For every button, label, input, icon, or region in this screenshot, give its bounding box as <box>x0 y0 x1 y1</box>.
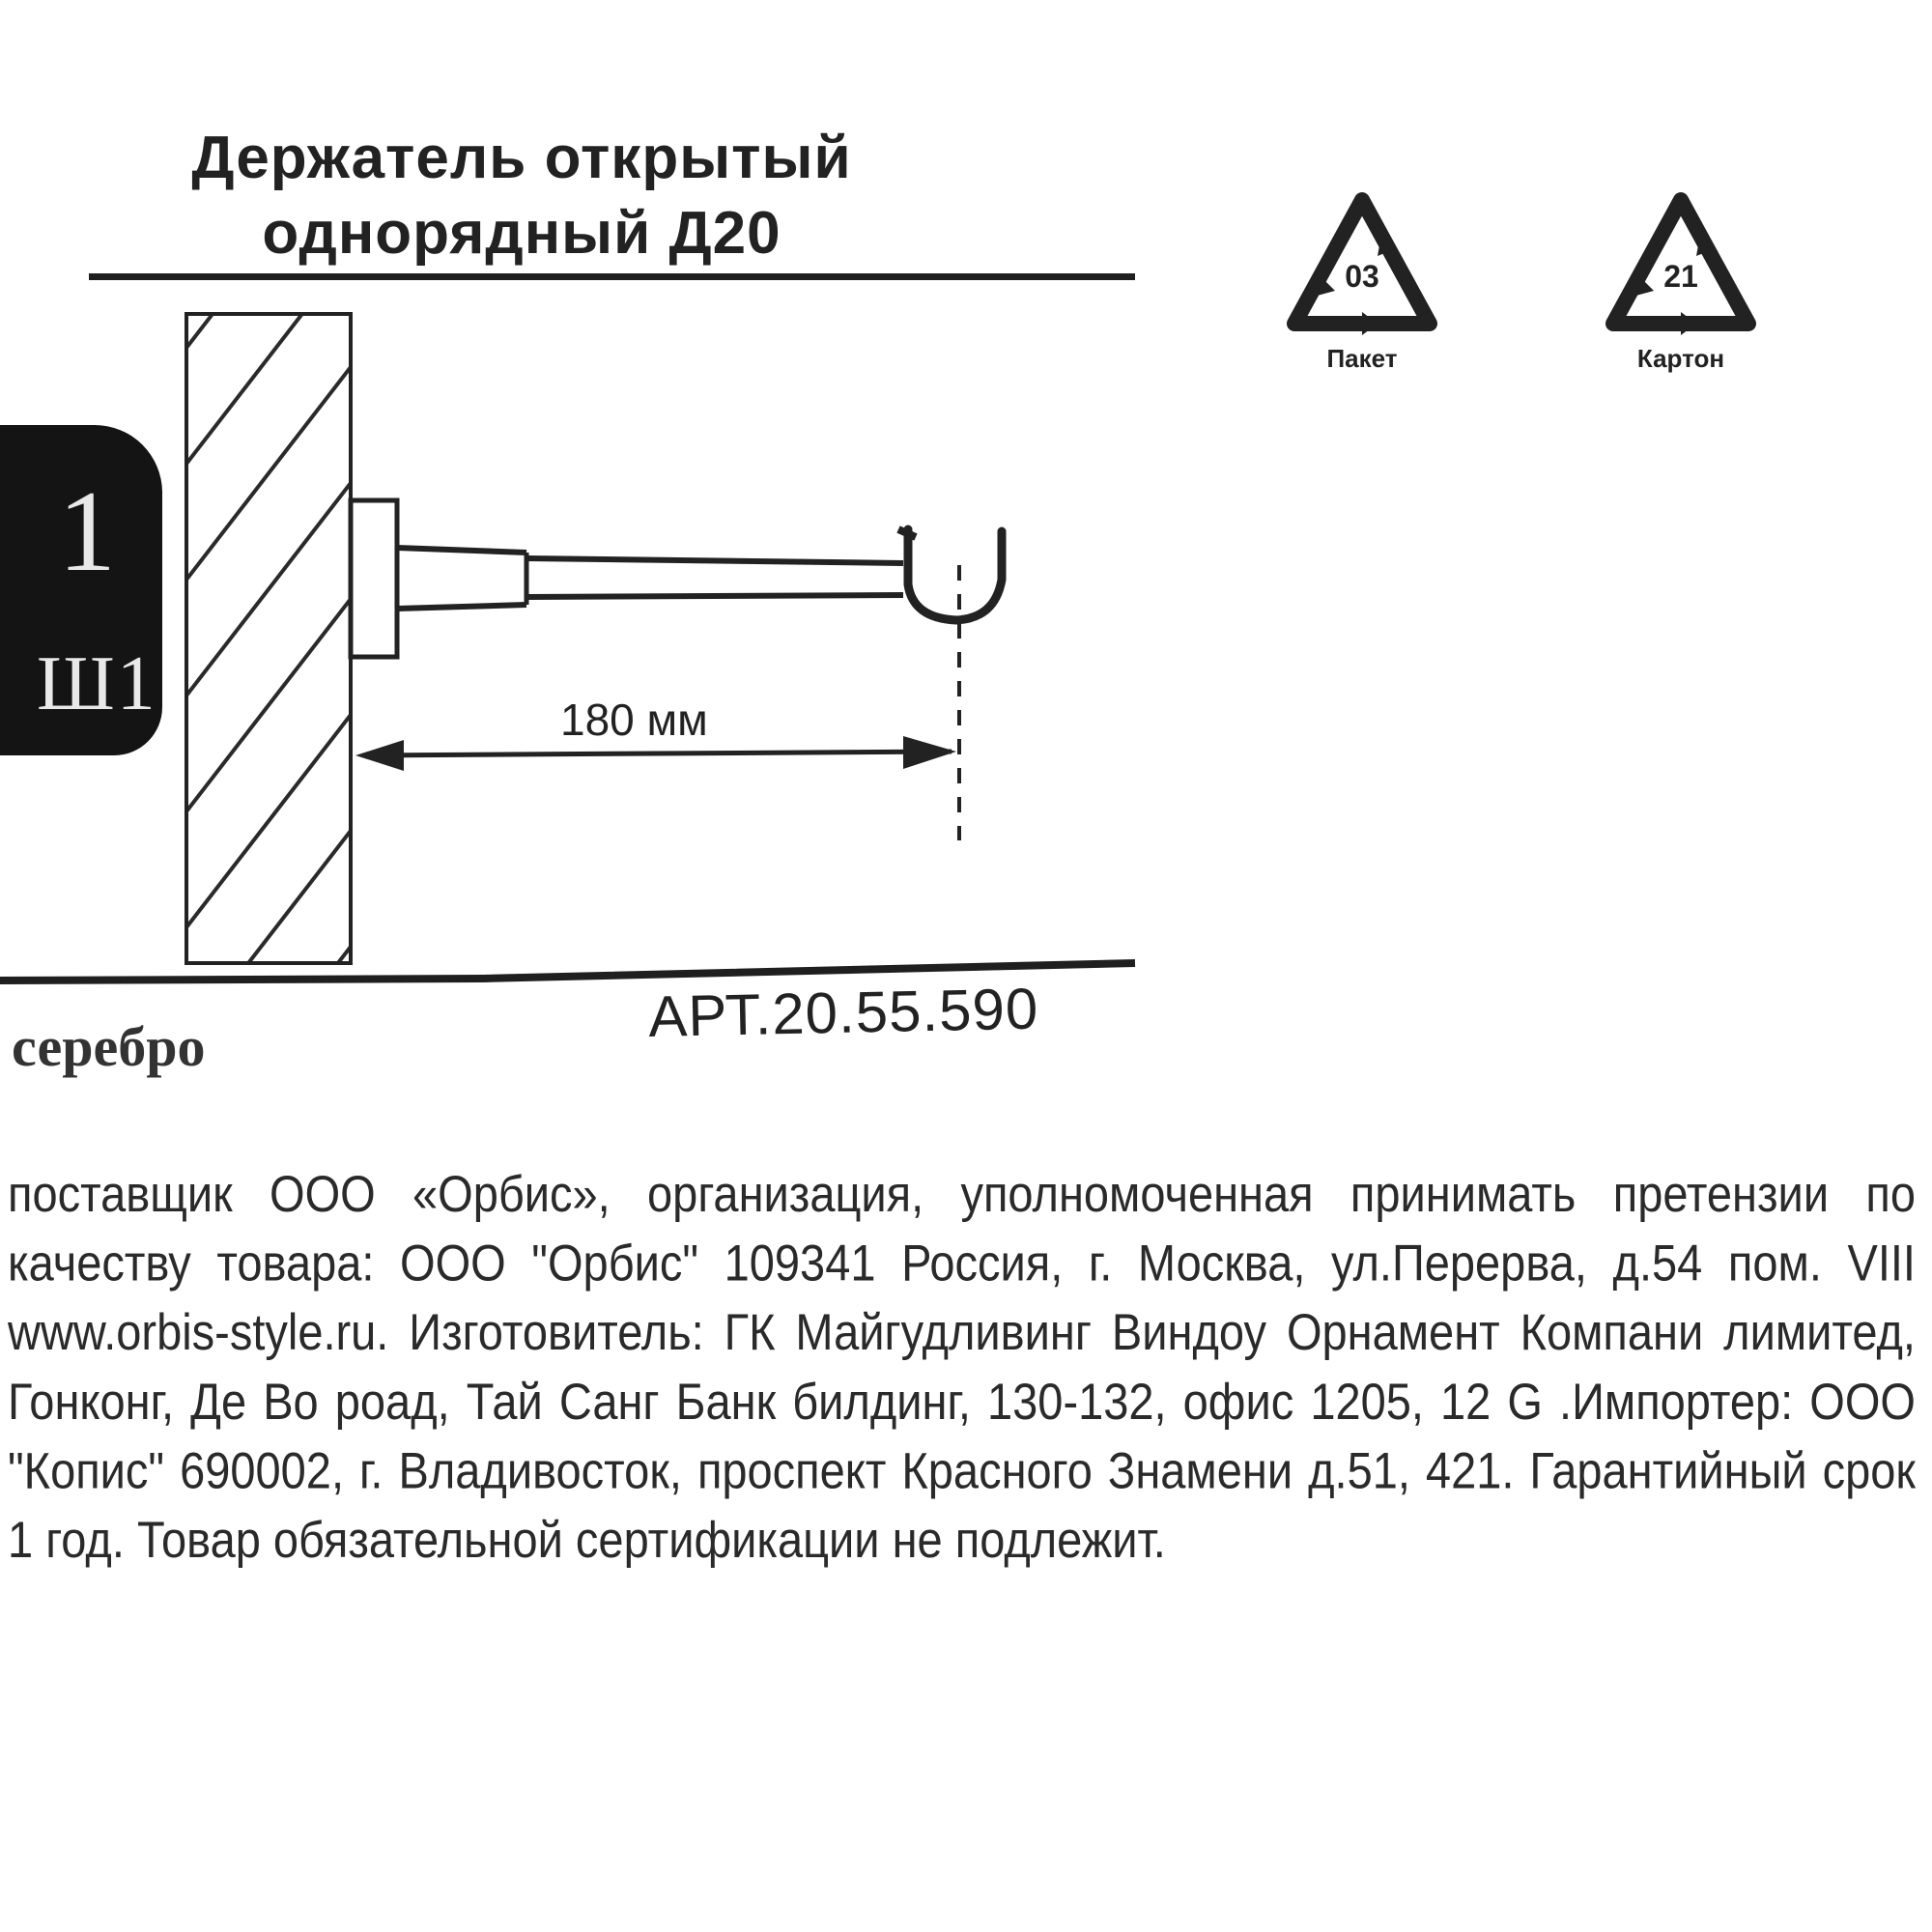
bottom-divider <box>0 959 1136 984</box>
recycle-badge-packet: 03 Пакет <box>1280 188 1444 374</box>
row-count-badge: 1 Ш1 <box>0 425 162 755</box>
title-line-1: Держатель открытый <box>191 125 852 191</box>
top-divider <box>89 273 1135 280</box>
title-line-2: однорядный Д20 <box>262 200 781 267</box>
color-label: серебро <box>12 1015 206 1078</box>
recycle-label: Картон <box>1636 344 1725 373</box>
wall-hatch <box>186 314 351 963</box>
bracket-diagram <box>185 312 1007 965</box>
article-number: АРТ.20.55.590 <box>647 976 1039 1050</box>
svg-text:21: 21 <box>1663 259 1698 294</box>
product-title: Держатель открытый однорядный Д20 <box>97 121 947 271</box>
dimension-label: 180 мм <box>560 695 708 745</box>
badge-number: 1 <box>58 467 116 595</box>
supplier-info-text: поставщик ООО «Орбис», организация, упол… <box>8 1164 1916 1569</box>
recycle-badge-carton: 21 Картон <box>1599 188 1763 374</box>
recycle-label: Пакет <box>1326 344 1398 373</box>
svg-text:03: 03 <box>1345 259 1379 294</box>
recycle-triangle-icon: 03 <box>1287 192 1437 335</box>
badge-code: Ш1 <box>37 641 157 726</box>
recycle-triangle-icon: 21 <box>1605 192 1756 335</box>
